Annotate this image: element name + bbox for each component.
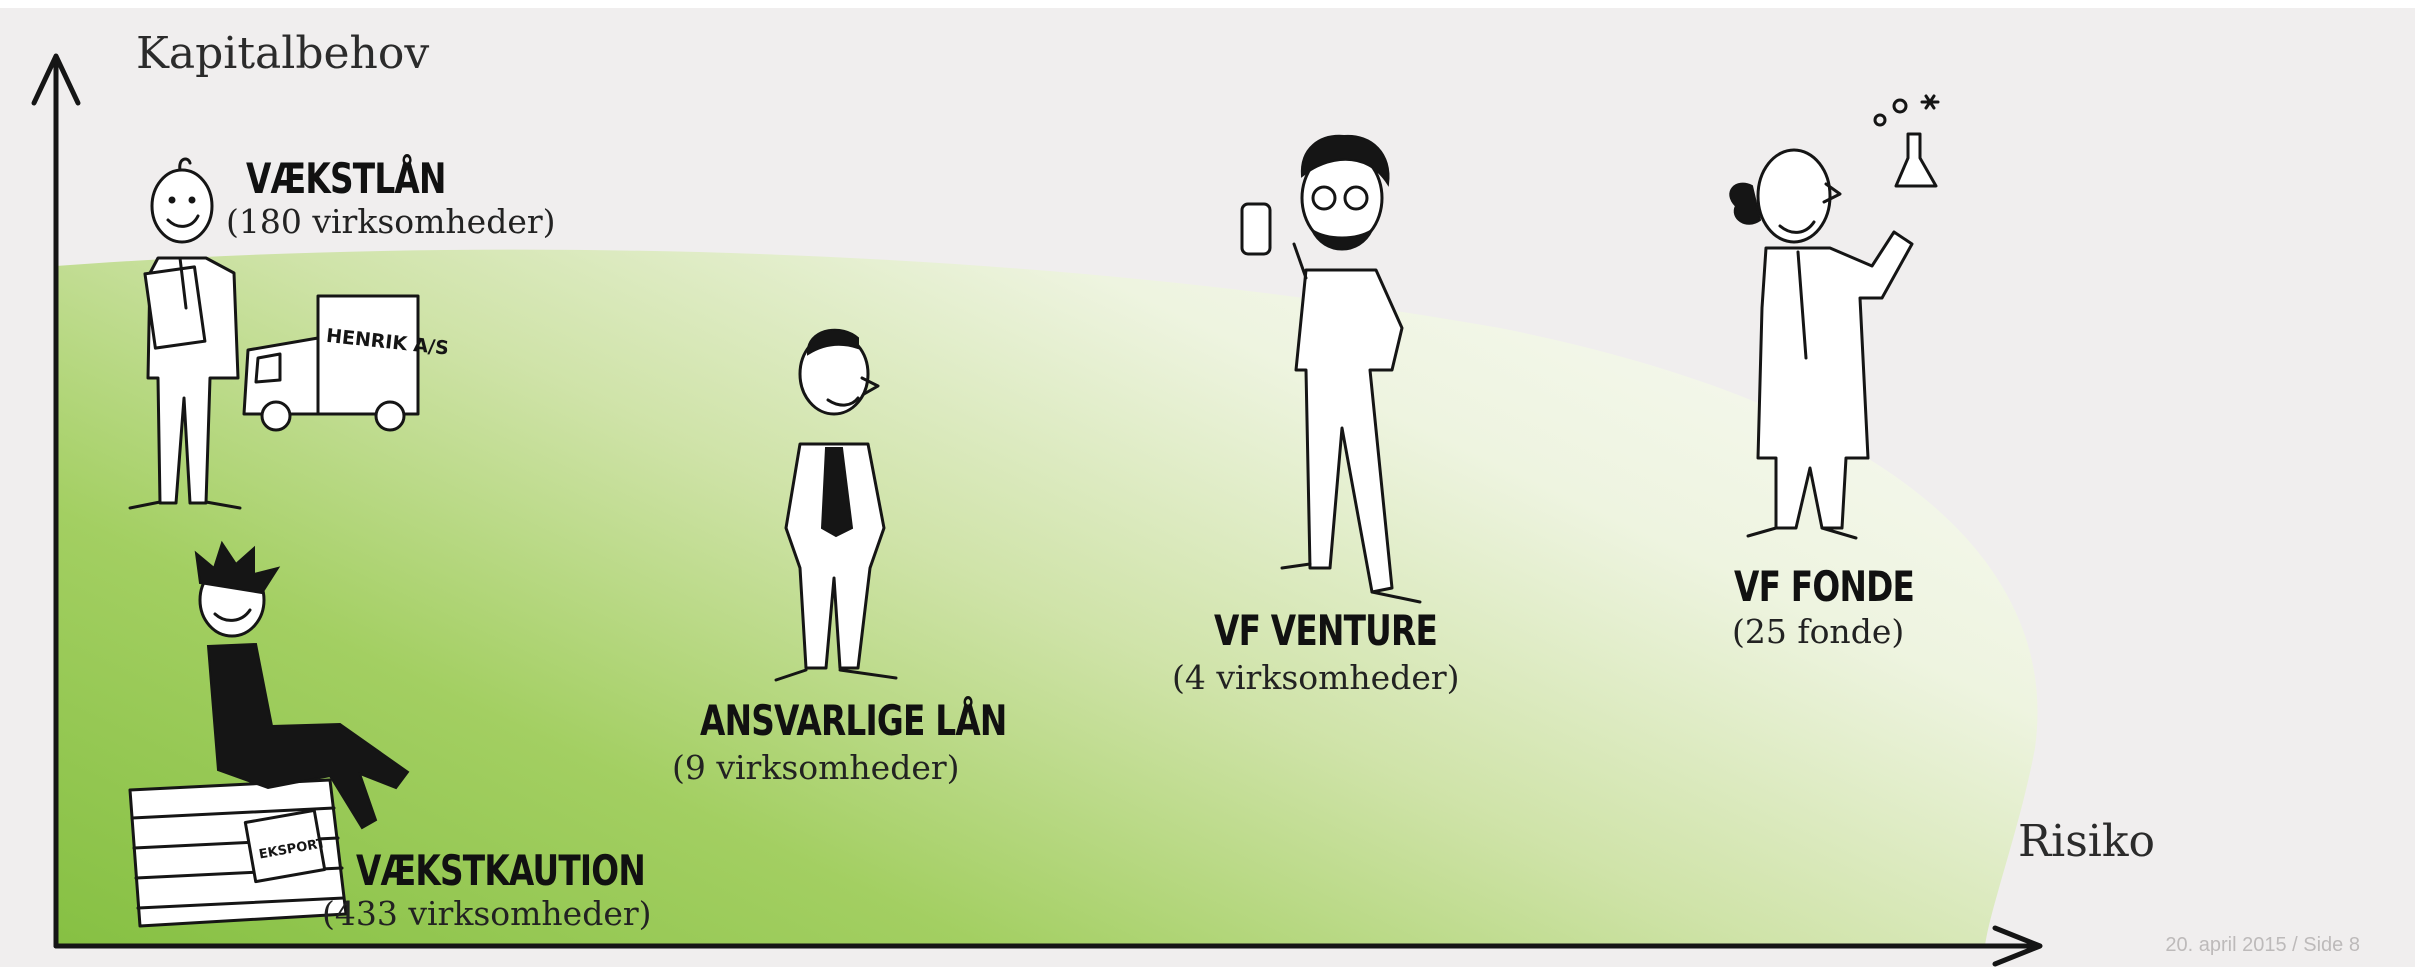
vf-fonde-title: VF FONDE [1734,562,1915,611]
truck-icon: HENRIK A/S [242,294,450,432]
slide: HENRIK A/S EKSPORT [0,8,2415,967]
ansvarlige-laan-title: ANSVARLIGE LÅN [700,696,1007,745]
vf-fonde-figure-icon [1729,94,1940,540]
x-axis-label: Risiko [2018,816,2156,867]
vf-venture-subtitle: (4 virksomheder) [1172,658,1460,697]
x-axis [53,925,2043,967]
vaekstlaan-title: VÆKSTLÅN [246,154,446,203]
vf-venture-title: VF VENTURE [1214,606,1438,655]
ansvarlige-laan-figure-icon [774,328,898,682]
vf-fonde-subtitle: (25 fonde) [1732,612,1905,651]
vf-venture-figure-icon [1240,134,1422,604]
y-axis-label: Kapitalbehov [136,28,430,79]
y-axis [31,53,81,949]
slide-footer: 20. april 2015 / Side 8 [2165,934,2360,956]
diagram-canvas: HENRIK A/S EKSPORT [31,53,2043,967]
vaekstkaution-title: VÆKSTKAUTION [356,846,646,895]
vaekstkaution-figure-icon: EKSPORT [128,540,410,928]
vaekstlaan-figure-icon [128,157,242,510]
capital-risk-area [56,249,2038,946]
vaekstkaution-subtitle: (433 virksomheder) [322,894,652,933]
ansvarlige-laan-subtitle: (9 virksomheder) [672,748,960,787]
vaekstlaan-subtitle: (180 virksomheder) [226,202,556,241]
